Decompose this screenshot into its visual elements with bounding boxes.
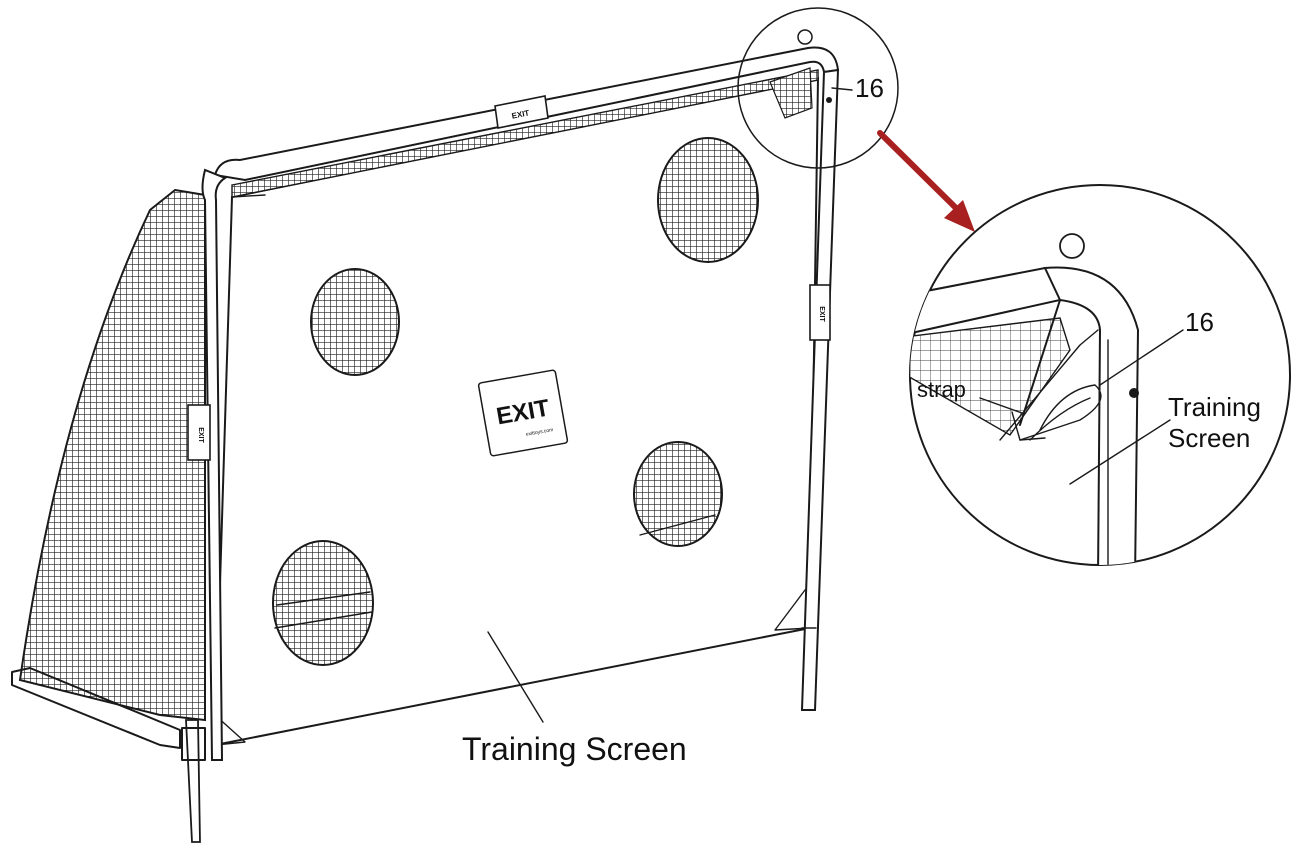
svg-text:EXIT: EXIT xyxy=(511,108,530,120)
part-number-16-main: 16 xyxy=(855,73,884,103)
svg-text:EXIT: EXIT xyxy=(197,427,204,443)
top-net-strip xyxy=(231,69,819,198)
detail-zoom-view xyxy=(909,184,1291,566)
left-post-lower xyxy=(185,719,201,843)
detail-marker-circle xyxy=(737,7,899,169)
strap-label: strap xyxy=(917,377,966,402)
crossbar-sleeve: EXIT xyxy=(494,95,549,129)
training-screen-detail-line1: Training xyxy=(1168,392,1261,422)
right-post xyxy=(800,68,840,711)
screen-hole-bottom-left xyxy=(272,540,374,666)
ground-frame xyxy=(11,667,181,749)
exit-logo: EXIT exittoys.com xyxy=(477,369,569,457)
screen-hole-bottom-right xyxy=(633,441,723,547)
part-number-16-detail: 16 xyxy=(1185,307,1214,337)
training-screen-label: Training Screen xyxy=(462,731,687,767)
logo-tagline: exittoys.com xyxy=(525,427,553,438)
screen-hole-top-left xyxy=(310,268,400,376)
training-screen-detail-line2: Screen xyxy=(1168,423,1250,453)
side-net xyxy=(18,188,206,722)
svg-text:EXIT: EXIT xyxy=(818,306,825,322)
left-post xyxy=(201,168,228,761)
right-post-sleeve: EXIT xyxy=(809,284,831,341)
screen-hole-top-right xyxy=(657,137,759,263)
zoom-arrow xyxy=(877,130,975,232)
left-post-sleeve: EXIT xyxy=(187,404,211,461)
